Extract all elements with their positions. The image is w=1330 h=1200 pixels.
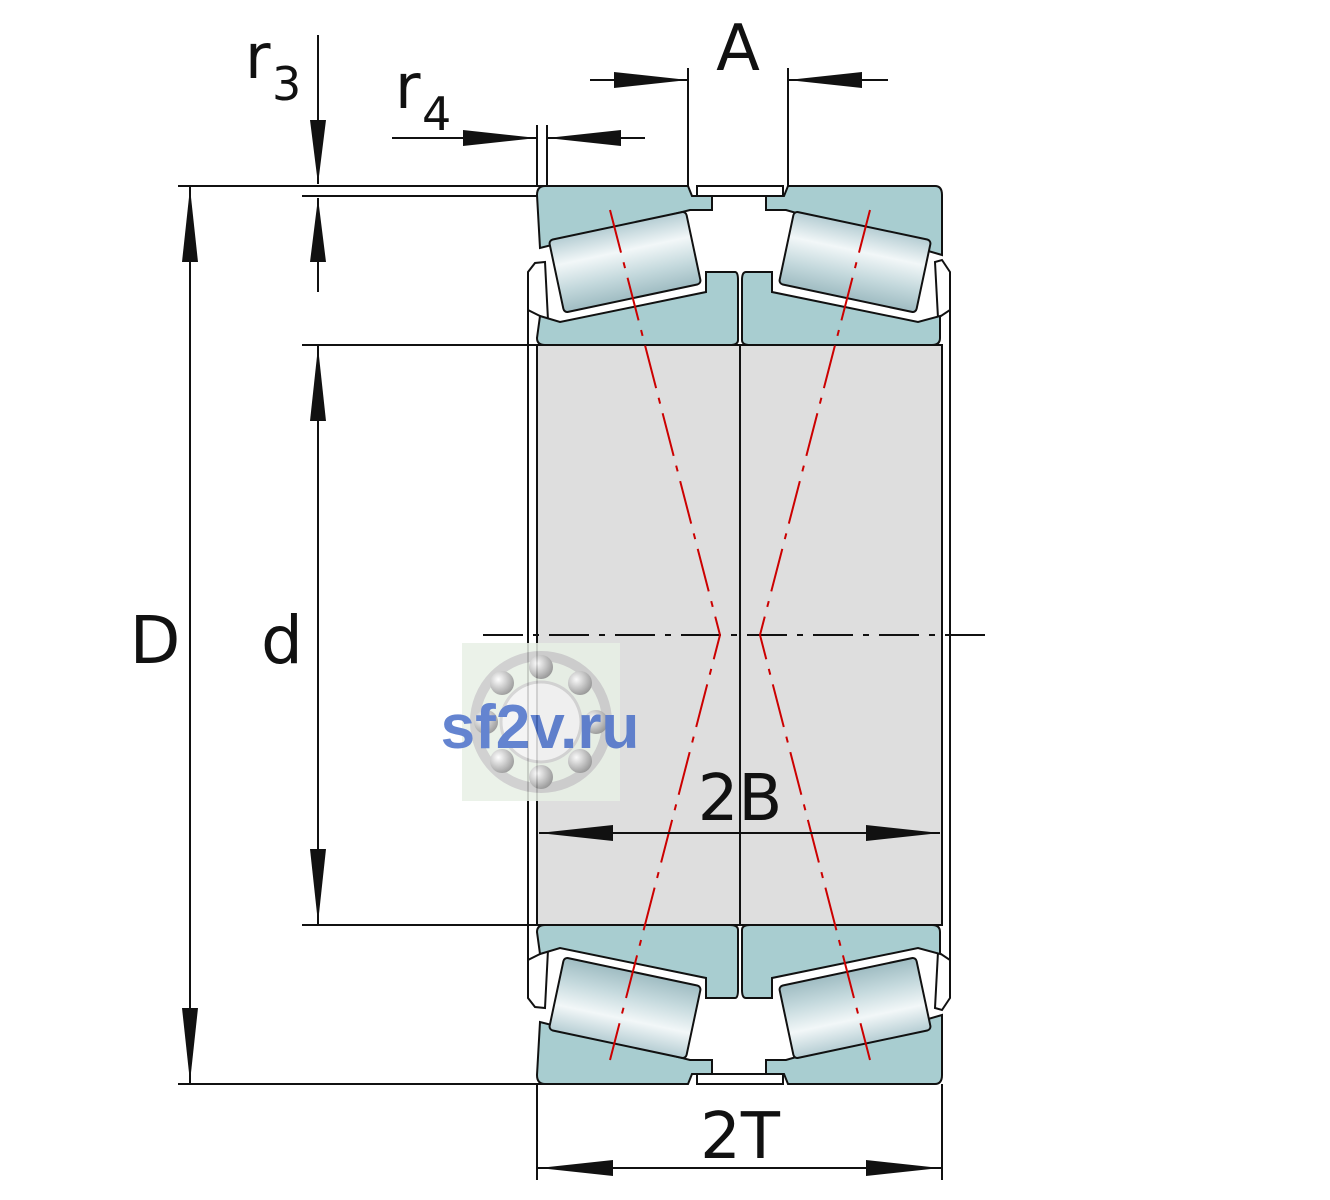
label-r4: r bbox=[395, 50, 421, 123]
label-2B: 2B bbox=[698, 762, 783, 836]
watermark-text: sf2v.ru bbox=[441, 693, 640, 762]
label-r3: r bbox=[245, 20, 271, 93]
watermark: sf2v.ru bbox=[441, 643, 640, 801]
label-r4-sub: 4 bbox=[422, 87, 451, 141]
label-r3-sub: 3 bbox=[272, 57, 301, 111]
bottom-section bbox=[527, 924, 951, 1085]
dimensions bbox=[178, 35, 943, 1180]
label-d: d bbox=[261, 602, 303, 679]
inner-ring-left-top bbox=[535, 271, 739, 346]
cage-right-top bbox=[933, 258, 951, 320]
cage-left-top bbox=[527, 260, 550, 322]
label-2T: 2T bbox=[700, 1100, 781, 1174]
label-D: D bbox=[130, 602, 181, 679]
outer-spacer-top bbox=[696, 185, 784, 197]
inner-ring-right-top bbox=[741, 271, 941, 346]
top-section bbox=[527, 185, 951, 346]
contact-lines bbox=[609, 209, 871, 1061]
label-A: A bbox=[716, 12, 760, 86]
